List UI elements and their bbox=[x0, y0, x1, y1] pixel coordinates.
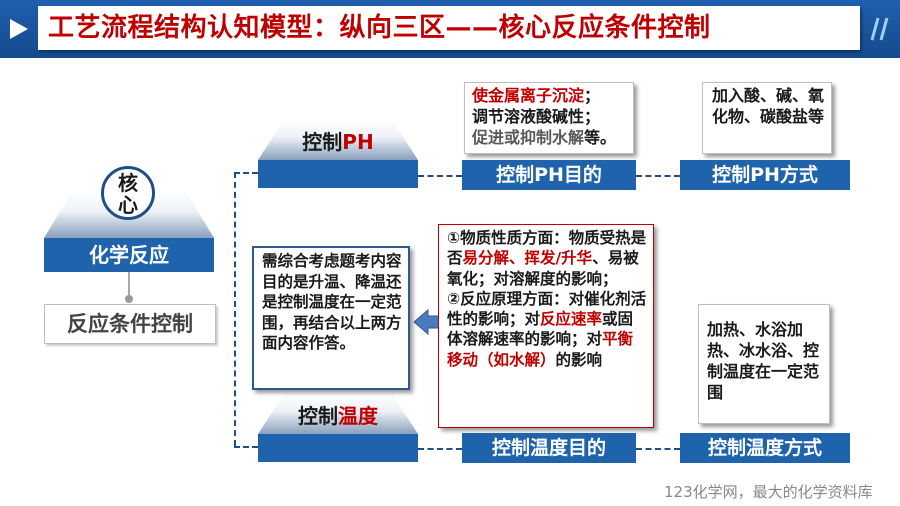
ph-purpose-bar: 控制PH目的 bbox=[462, 160, 636, 190]
core-sub-label: 反应条件控制 bbox=[67, 312, 193, 336]
connector-temp-purpose bbox=[418, 448, 462, 450]
temp-purpose-part5: 反应速率 bbox=[540, 310, 603, 329]
ph-label-highlight: PH bbox=[342, 130, 374, 154]
double-slash-icon bbox=[870, 17, 889, 41]
page-title: 工艺流程结构认知模型：纵向三区——核心反应条件控制 bbox=[48, 13, 711, 43]
temp-method-bar-label: 控制温度方式 bbox=[707, 437, 822, 459]
ph-purpose-line1: 使金属离子沉淀； bbox=[472, 86, 601, 105]
temp-purpose-box: ①物质性质方面：物质受热是否易分解、挥发/升华、易被氧化；对溶解度的影响；②反应… bbox=[438, 224, 654, 428]
connector-temp bbox=[234, 446, 258, 448]
temp-purpose-part2: 易分解、挥发/升华 bbox=[462, 249, 593, 268]
temp-label: 控制温度 bbox=[258, 400, 418, 429]
core-bar: 化学反应 bbox=[44, 238, 214, 272]
core-circle-line1: 核 bbox=[118, 171, 138, 195]
temp-bar bbox=[258, 434, 418, 462]
ph-bar bbox=[258, 160, 418, 188]
temp-purpose-part7: 平衡移动（如水解） bbox=[447, 330, 634, 369]
temp-trapezoid bbox=[258, 392, 418, 434]
connector-temp-method bbox=[636, 448, 680, 450]
temp-purpose-part6: 或固体溶解速率的影响；对 bbox=[447, 310, 634, 349]
temp-purpose-bar-label: 控制温度目的 bbox=[491, 437, 606, 459]
ph-trapezoid bbox=[258, 118, 418, 160]
ph-method-text: 加入酸、碱、氧化物、碳酸盐等 bbox=[712, 86, 825, 126]
temp-purpose-part4: ②反应原理方面：对催化剂活性的影响；对 bbox=[447, 289, 647, 329]
temp-method-bar: 控制温度方式 bbox=[680, 433, 850, 463]
temp-note-box: 需综合考虑题考内容目的是升温、降温还是控制温度在一定范围，再结合以上两方面内容作… bbox=[252, 246, 410, 390]
connector-ph-method bbox=[636, 175, 680, 177]
temp-label-prefix: 控制 bbox=[298, 404, 338, 428]
core-circle-line2: 心 bbox=[118, 193, 138, 217]
ph-label: 控制PH bbox=[258, 126, 418, 155]
connector-ph-purpose bbox=[418, 175, 462, 177]
ph-purpose-line3: 促进或抑制水解等。 bbox=[472, 128, 617, 147]
ph-method-bar-label: 控制PH方式 bbox=[712, 164, 818, 186]
title-box bbox=[38, 6, 860, 50]
connector-vertical bbox=[234, 172, 236, 446]
core-sub-label-box: 反应条件控制 bbox=[44, 304, 216, 344]
temp-method-text: 加热、水浴加热、冰水浴、控制温度在一定范围 bbox=[707, 320, 820, 402]
connector-ph bbox=[234, 172, 258, 174]
temp-note-text: 需综合考虑题考内容目的是升温、降温还是控制温度在一定范围，再结合以上两方面内容作… bbox=[262, 252, 402, 352]
temp-purpose-part3: 、易被氧化；对溶解度的影响； bbox=[447, 249, 639, 288]
ph-method-bar: 控制PH方式 bbox=[680, 160, 850, 190]
ph-purpose-box: 使金属离子沉淀； 调节溶液酸碱性； 促进或抑制水解等。 bbox=[464, 82, 634, 154]
temp-purpose-bar: 控制温度目的 bbox=[462, 433, 636, 463]
watermark: 123化学网，最大的化学资料库 bbox=[664, 483, 873, 501]
core-link-line bbox=[125, 272, 133, 303]
ph-method-box: 加入酸、碱、氧化物、碳酸盐等 bbox=[702, 82, 832, 154]
ph-purpose-line2: 调节溶液酸碱性； bbox=[472, 107, 601, 126]
temp-purpose-part8: 的影响 bbox=[555, 350, 603, 369]
core-bar-label: 化学反应 bbox=[89, 243, 169, 267]
temp-purpose-part1: ①物质性质方面：物质受热是否 bbox=[447, 229, 647, 268]
temp-label-highlight: 温度 bbox=[338, 404, 378, 428]
play-triangle-icon bbox=[10, 19, 28, 39]
temp-method-box: 加热、水浴加热、冰水浴、控制温度在一定范围 bbox=[698, 304, 830, 424]
ph-label-prefix: 控制 bbox=[302, 130, 343, 154]
ph-purpose-bar-label: 控制PH目的 bbox=[496, 164, 602, 186]
core-circle: 核 心 bbox=[101, 166, 155, 220]
